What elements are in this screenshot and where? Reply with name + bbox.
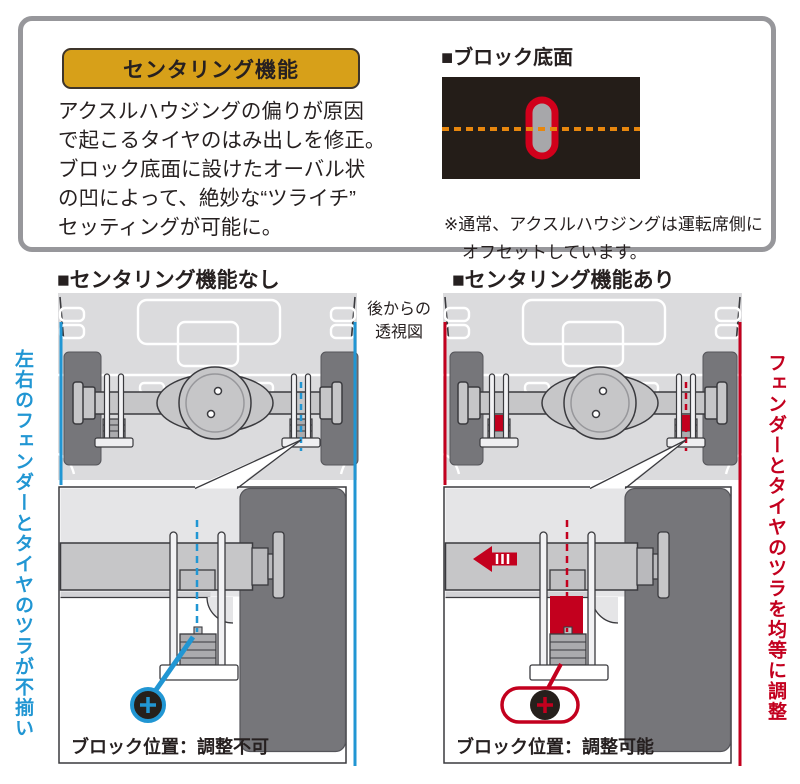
zoom-callout-line — [624, 439, 687, 490]
zoom-callout-line — [236, 439, 302, 490]
spring-plate-detail — [159, 664, 239, 681]
shift-arrow — [473, 546, 517, 572]
heading-no-centering: ■センタリング機能なし — [57, 269, 280, 292]
centering-feature-badge: センタリング機能 — [62, 48, 360, 89]
u-bolt — [117, 373, 125, 441]
zoom-callout-line — [589, 439, 687, 490]
u-bolt — [103, 373, 111, 441]
offset-note-line: オフセットしています。 — [462, 243, 647, 262]
diagram-with-centering: ブロック位置：調整可能 — [442, 293, 743, 766]
description-line: セッティングが可能に。 — [58, 216, 283, 239]
info-box: センタリング機能 アクスルハウジングの偏りが原因 で起こるタイヤのはみ出しを修正… — [18, 16, 776, 262]
zoom-callout-line — [194, 439, 302, 490]
description-line: で起こるタイヤのはみ出しを修正。 — [58, 129, 386, 152]
u-bolt — [290, 373, 298, 441]
axle-hub — [251, 547, 269, 586]
axle-flange — [272, 531, 285, 599]
block-position-label: ブロック位置：調整可能 — [456, 736, 654, 757]
u-bolt — [488, 373, 496, 441]
description-line: ブロック底面に設けたオーバル状 — [58, 158, 366, 181]
block-bottom-heading: ■ブロック底面 — [441, 47, 574, 69]
rear-perspective-line: 透視図 — [374, 324, 423, 341]
spring-plate — [94, 437, 134, 448]
side-note-even: フェンダーとタイヤのツラを均等に調整 — [765, 353, 786, 722]
tire-detail — [239, 487, 347, 753]
side-note-uneven: 左右のフェンダーとタイヤのツラが不揃い — [12, 349, 33, 739]
rear-perspective-label: 後からの 透視図 — [366, 298, 432, 344]
u-bolt — [502, 373, 510, 441]
spring-plate — [479, 437, 519, 448]
block-position-label: ブロック位置：調整不可 — [71, 736, 269, 757]
rear-perspective-line: 後からの — [366, 301, 431, 318]
tailgate-outline — [136, 298, 282, 346]
axle-flange — [657, 531, 670, 599]
axle-hub — [636, 547, 654, 586]
u-bolt-detail — [587, 531, 596, 669]
u-bolt-detail — [539, 531, 548, 669]
tire-detail — [624, 487, 732, 753]
u-bolt-detail — [169, 531, 178, 669]
spring-eye — [206, 596, 234, 624]
u-bolt — [304, 373, 312, 441]
diagram-no-centering: ブロック位置：調整不可 — [57, 293, 359, 766]
heading-with-centering: ■センタリング機能あり — [452, 269, 675, 292]
differential — [563, 366, 637, 440]
highlighted-block — [679, 415, 693, 431]
offset-note: ※通常、アクスルハウジングは運転席側に オフセットしています。 — [444, 211, 763, 267]
feature-description: アクスルハウジングの偏りが原因 で起こるタイヤのはみ出しを修正。 ブロック底面に… — [58, 97, 385, 242]
differential — [178, 366, 252, 440]
spring-plate-detail — [529, 664, 609, 681]
u-bolt — [675, 373, 683, 441]
description-line: アクスルハウジングの偏りが原因 — [58, 100, 364, 123]
block-bottom-diagram — [442, 77, 640, 179]
u-bolt-detail — [217, 531, 226, 669]
description-line: の凹によって、絶妙な“ツライチ” — [58, 187, 356, 210]
highlighted-block — [492, 415, 506, 431]
u-bolt — [689, 373, 697, 441]
tailgate-outline — [521, 298, 667, 346]
offset-note-line: ※通常、アクスルハウジングは運転席側に — [444, 215, 763, 234]
